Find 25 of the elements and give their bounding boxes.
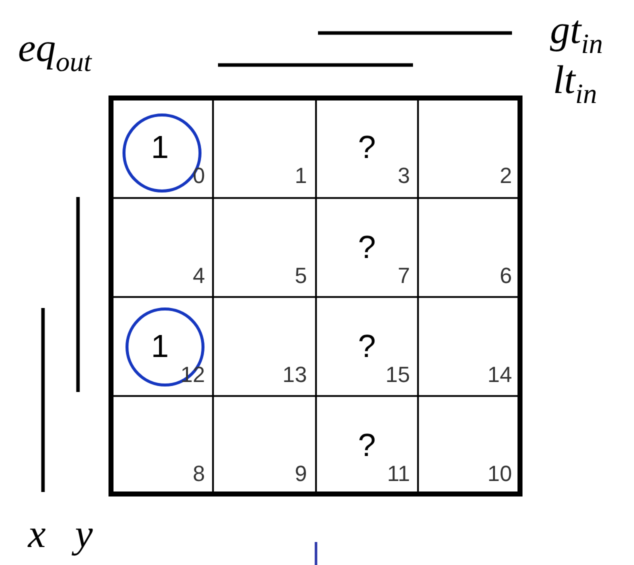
cell-index: 8 <box>192 462 205 486</box>
cell-value: ? <box>358 428 376 462</box>
cell-index: 7 <box>396 264 410 288</box>
cell-value: 1 <box>151 130 169 164</box>
cell-index: 10 <box>486 462 512 486</box>
variable-label: lt$_{in}$ <box>553 58 598 102</box>
cell-index: 13 <box>282 363 307 387</box>
cell-index: 1 <box>294 164 307 188</box>
variable-label: eq$_{out}$ <box>18 26 92 70</box>
cell-value: 1 <box>151 329 169 363</box>
cell-index: 5 <box>294 264 307 288</box>
cell-index: 15 <box>384 363 410 387</box>
variable-label: x <box>28 512 46 556</box>
cell-index: 14 <box>486 363 512 387</box>
cell-index: 3 <box>396 164 410 188</box>
cell-index: 0 <box>192 164 205 188</box>
cell-value: ? <box>358 230 376 264</box>
cell-index: 4 <box>192 264 205 288</box>
cell-index: 9 <box>294 462 307 486</box>
cell-value: ? <box>358 329 376 363</box>
cell-index: 2 <box>498 164 512 188</box>
cell-index: 11 <box>386 462 410 486</box>
variable-label: gt$_{in}$ <box>550 8 603 52</box>
cell-index: 6 <box>498 264 512 288</box>
cell-value: ? <box>358 130 376 164</box>
